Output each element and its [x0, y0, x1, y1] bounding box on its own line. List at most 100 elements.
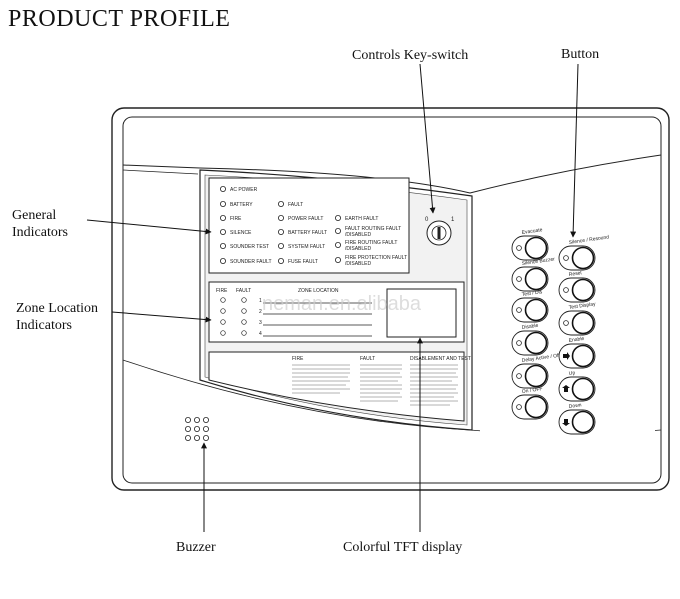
label-fault: FAULT	[288, 202, 303, 208]
left-button-6-face	[524, 395, 548, 419]
label-battery-fault: BATTERY FAULT	[288, 230, 327, 236]
instr-disable-title: DISABLEMENT AND TEST	[410, 356, 471, 362]
key-switch[interactable]: 0 1	[425, 217, 455, 246]
instr-fault-title: FAULT	[360, 356, 375, 362]
led-power-fault	[277, 214, 284, 221]
right-button-2[interactable]: Reset	[558, 270, 596, 303]
right-button-1-led	[563, 255, 569, 261]
left-button-6-label: On / OFF	[521, 386, 542, 395]
left-button-3[interactable]: Test / Dis	[511, 289, 549, 323]
zone-row-4-num: 4	[259, 331, 262, 337]
left-button-4-face	[524, 331, 548, 355]
right-button-6-label: Down	[568, 402, 582, 410]
zone-location-header: ZONE LOCATION	[298, 288, 339, 294]
callout-button: Button	[561, 47, 600, 62]
left-button-2[interactable]: Silence Buzzer	[511, 256, 556, 292]
zone-fire-header: FIRE	[216, 288, 228, 294]
arrow-button	[570, 63, 579, 238]
label-fire-routing-fault: FIRE ROUTING FAULT	[345, 240, 397, 246]
led-fire-routing-fault	[334, 241, 341, 248]
right-button-4[interactable]: Enable	[558, 336, 596, 369]
led-earth-fault	[334, 214, 341, 221]
left-button-3-led	[516, 307, 522, 313]
left-button-3-face	[524, 298, 548, 322]
right-button-6-arrow-icon	[562, 419, 570, 426]
left-button-5-label: Delay Active / Off	[521, 353, 560, 364]
left-button-6[interactable]: On / OFF	[511, 386, 549, 420]
page-title: PRODUCT PROFILE	[8, 6, 231, 32]
label-sounder-fault: SOUNDER FAULT	[230, 259, 272, 265]
right-button-1-face	[571, 246, 595, 270]
zone-fault-header: FAULT	[236, 288, 251, 294]
led-fire	[219, 214, 226, 221]
left-button-5[interactable]: Delay Active / Off	[511, 353, 561, 389]
right-button-5-arrow-icon	[562, 385, 570, 392]
right-button-3-led	[563, 320, 569, 326]
right-button-6[interactable]: Down	[558, 402, 596, 435]
left-button-2-led	[516, 276, 522, 282]
left-button-1-face	[524, 236, 548, 260]
zone-row-2-num: 2	[259, 309, 262, 315]
right-button-1-label: Silence / Resound	[568, 234, 609, 246]
label-silence: SILENCE	[230, 230, 252, 236]
led-silence	[219, 228, 226, 235]
label-fire-protection-disabled: /DISABLED	[345, 261, 372, 267]
callout-key-switch: Controls Key-switch	[352, 48, 469, 63]
zone-leds	[220, 297, 247, 336]
instructions-panel: FIRE FAULT DISABLEMENT AND TEST	[208, 351, 471, 422]
right-button-2-led	[563, 287, 569, 293]
callout-zone-line2: Indicators	[16, 318, 72, 333]
zone-row-3-num: 3	[259, 320, 262, 326]
led-fuse-fault	[277, 257, 284, 264]
led-fault-routing-fault	[334, 227, 341, 234]
right-button-3[interactable]: Test Display	[558, 301, 596, 336]
led-column-3: EARTH FAULT FAULT ROUTING FAULT /DISABLE…	[334, 214, 407, 267]
left-button-1-label: Evacuate	[521, 227, 543, 236]
left-button-4[interactable]: Disable	[511, 323, 549, 356]
label-sounder-test: SOUNDER TEST	[230, 244, 269, 250]
label-fault-routing-fault: FAULT ROUTING FAULT	[345, 226, 401, 232]
left-button-2-label: Silence Buzzer	[521, 256, 555, 267]
right-button-2-face	[571, 278, 595, 302]
right-button-1[interactable]: Silence / Resound	[558, 234, 610, 271]
left-button-1[interactable]: Evacuate	[511, 227, 549, 261]
arrow-general	[86, 219, 212, 235]
watermark: neman.en.alibaba	[262, 293, 422, 315]
left-button-1-led	[516, 245, 522, 251]
callout-general-line2: Indicators	[12, 225, 68, 240]
led-column-1: AC POWER BATTERY FIRE SILENCE SOUNDER TE…	[219, 185, 272, 265]
label-power-fault: POWER FAULT	[288, 216, 323, 222]
arrow-key-switch	[419, 63, 436, 214]
buzzer	[184, 416, 209, 441]
callout-general-line1: General	[12, 208, 57, 223]
left-button-6-led	[516, 404, 522, 410]
general-indicators-panel: AC POWER BATTERY FIRE SILENCE SOUNDER TE…	[208, 177, 410, 274]
led-battery-fault	[277, 228, 284, 235]
key-switch-off-label: 0	[425, 217, 429, 223]
label-fault-routing-disabled: /DISABLED	[345, 232, 372, 238]
right-button-4-face	[571, 344, 595, 368]
left-button-5-led	[516, 373, 522, 379]
led-fault	[277, 200, 284, 207]
label-fire: FIRE	[230, 216, 242, 222]
right-button-2-label: Reset	[568, 270, 582, 278]
led-sounder-fault	[219, 257, 226, 264]
led-column-2: FAULT POWER FAULT BATTERY FAULT SYSTEM F…	[277, 200, 327, 265]
callout-arrows	[86, 63, 579, 532]
callout-tft: Colorful TFT display	[343, 540, 463, 555]
right-button-6-face	[571, 410, 595, 434]
led-fire-protection-fault	[334, 256, 341, 263]
label-fire-routing-disabled: /DISABLED	[345, 246, 372, 252]
right-button-5[interactable]: Up	[558, 370, 596, 402]
callout-zone-line1: Zone Location	[16, 301, 99, 316]
arrow-zone	[111, 311, 212, 323]
right-button-4-arrow-icon	[563, 352, 570, 360]
left-button-4-led	[516, 340, 522, 346]
tft-display	[386, 288, 457, 338]
right-button-4-label: Enable	[568, 336, 584, 344]
key-switch-on-label: 1	[451, 217, 455, 223]
label-fuse-fault: FUSE FAULT	[288, 259, 318, 265]
